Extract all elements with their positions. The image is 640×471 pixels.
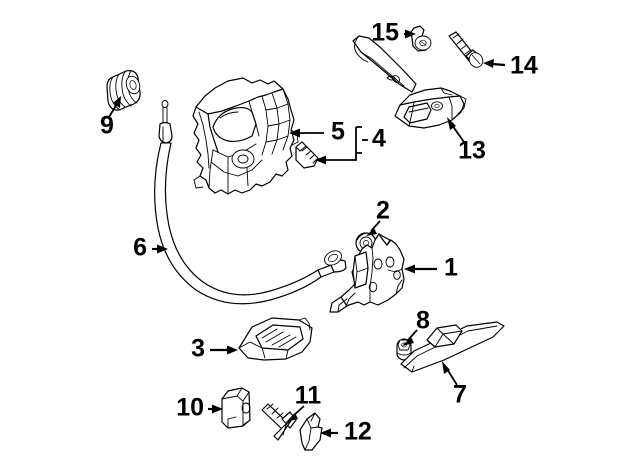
part-4-lock-actuator-rod [295,141,319,169]
callout-label-10: 10 [176,394,204,422]
part-10-cable-retainer-clip [221,387,251,429]
callout-label-1: 1 [444,254,458,282]
callout-leader-3 [210,345,238,355]
part-9-rubber-bumper-stop [106,70,141,111]
callout-leader-6 [152,244,168,254]
callout-leader-1 [404,264,437,274]
part-13-inside-door-handle [352,35,467,129]
part-7-striker-reinforcement-plate [400,321,505,373]
part-1-door-latch-assembly [329,233,405,313]
callout-leader-11 [286,405,305,422]
callout-label-7: 7 [453,381,467,409]
callout-label-5: 5 [331,118,345,146]
part-5-door-lock-actuator [192,77,299,195]
callout-leader-8 [402,329,418,346]
callout-label-9: 9 [100,112,114,140]
callout-leader-14 [483,59,506,68]
part-3-latch-cover-plate [238,317,313,361]
callout-leader-2 [366,220,381,236]
callout-leader-5 [289,128,324,138]
part-14-handle-screw-long [448,31,484,68]
callout-label-6: 6 [133,234,147,262]
callout-leader-9 [108,96,121,118]
callout-label-3: 3 [191,335,205,363]
part-12-lock-knob-cap [299,412,323,451]
part-15-handle-screw-cap [410,25,432,52]
callout-label-15: 15 [371,19,399,47]
callout-label-14: 14 [510,52,538,80]
callout-label-13: 13 [458,137,486,165]
callout-label-11: 11 [295,382,322,410]
callout-leader-15 [404,29,416,39]
part-11-mounting-screw [261,403,297,441]
callout-leader-12 [320,428,338,438]
callout-label-12: 12 [344,418,372,446]
callout-leader-10 [208,404,223,414]
part-6-lock-release-cable [154,100,347,305]
callout-leader-7 [442,361,458,386]
callout-leader-13 [447,117,465,143]
callout-label-2: 2 [376,197,390,225]
callout-bracket-4 [315,126,368,165]
callout-label-4: 4 [372,125,386,153]
callout-label-8: 8 [416,307,430,335]
